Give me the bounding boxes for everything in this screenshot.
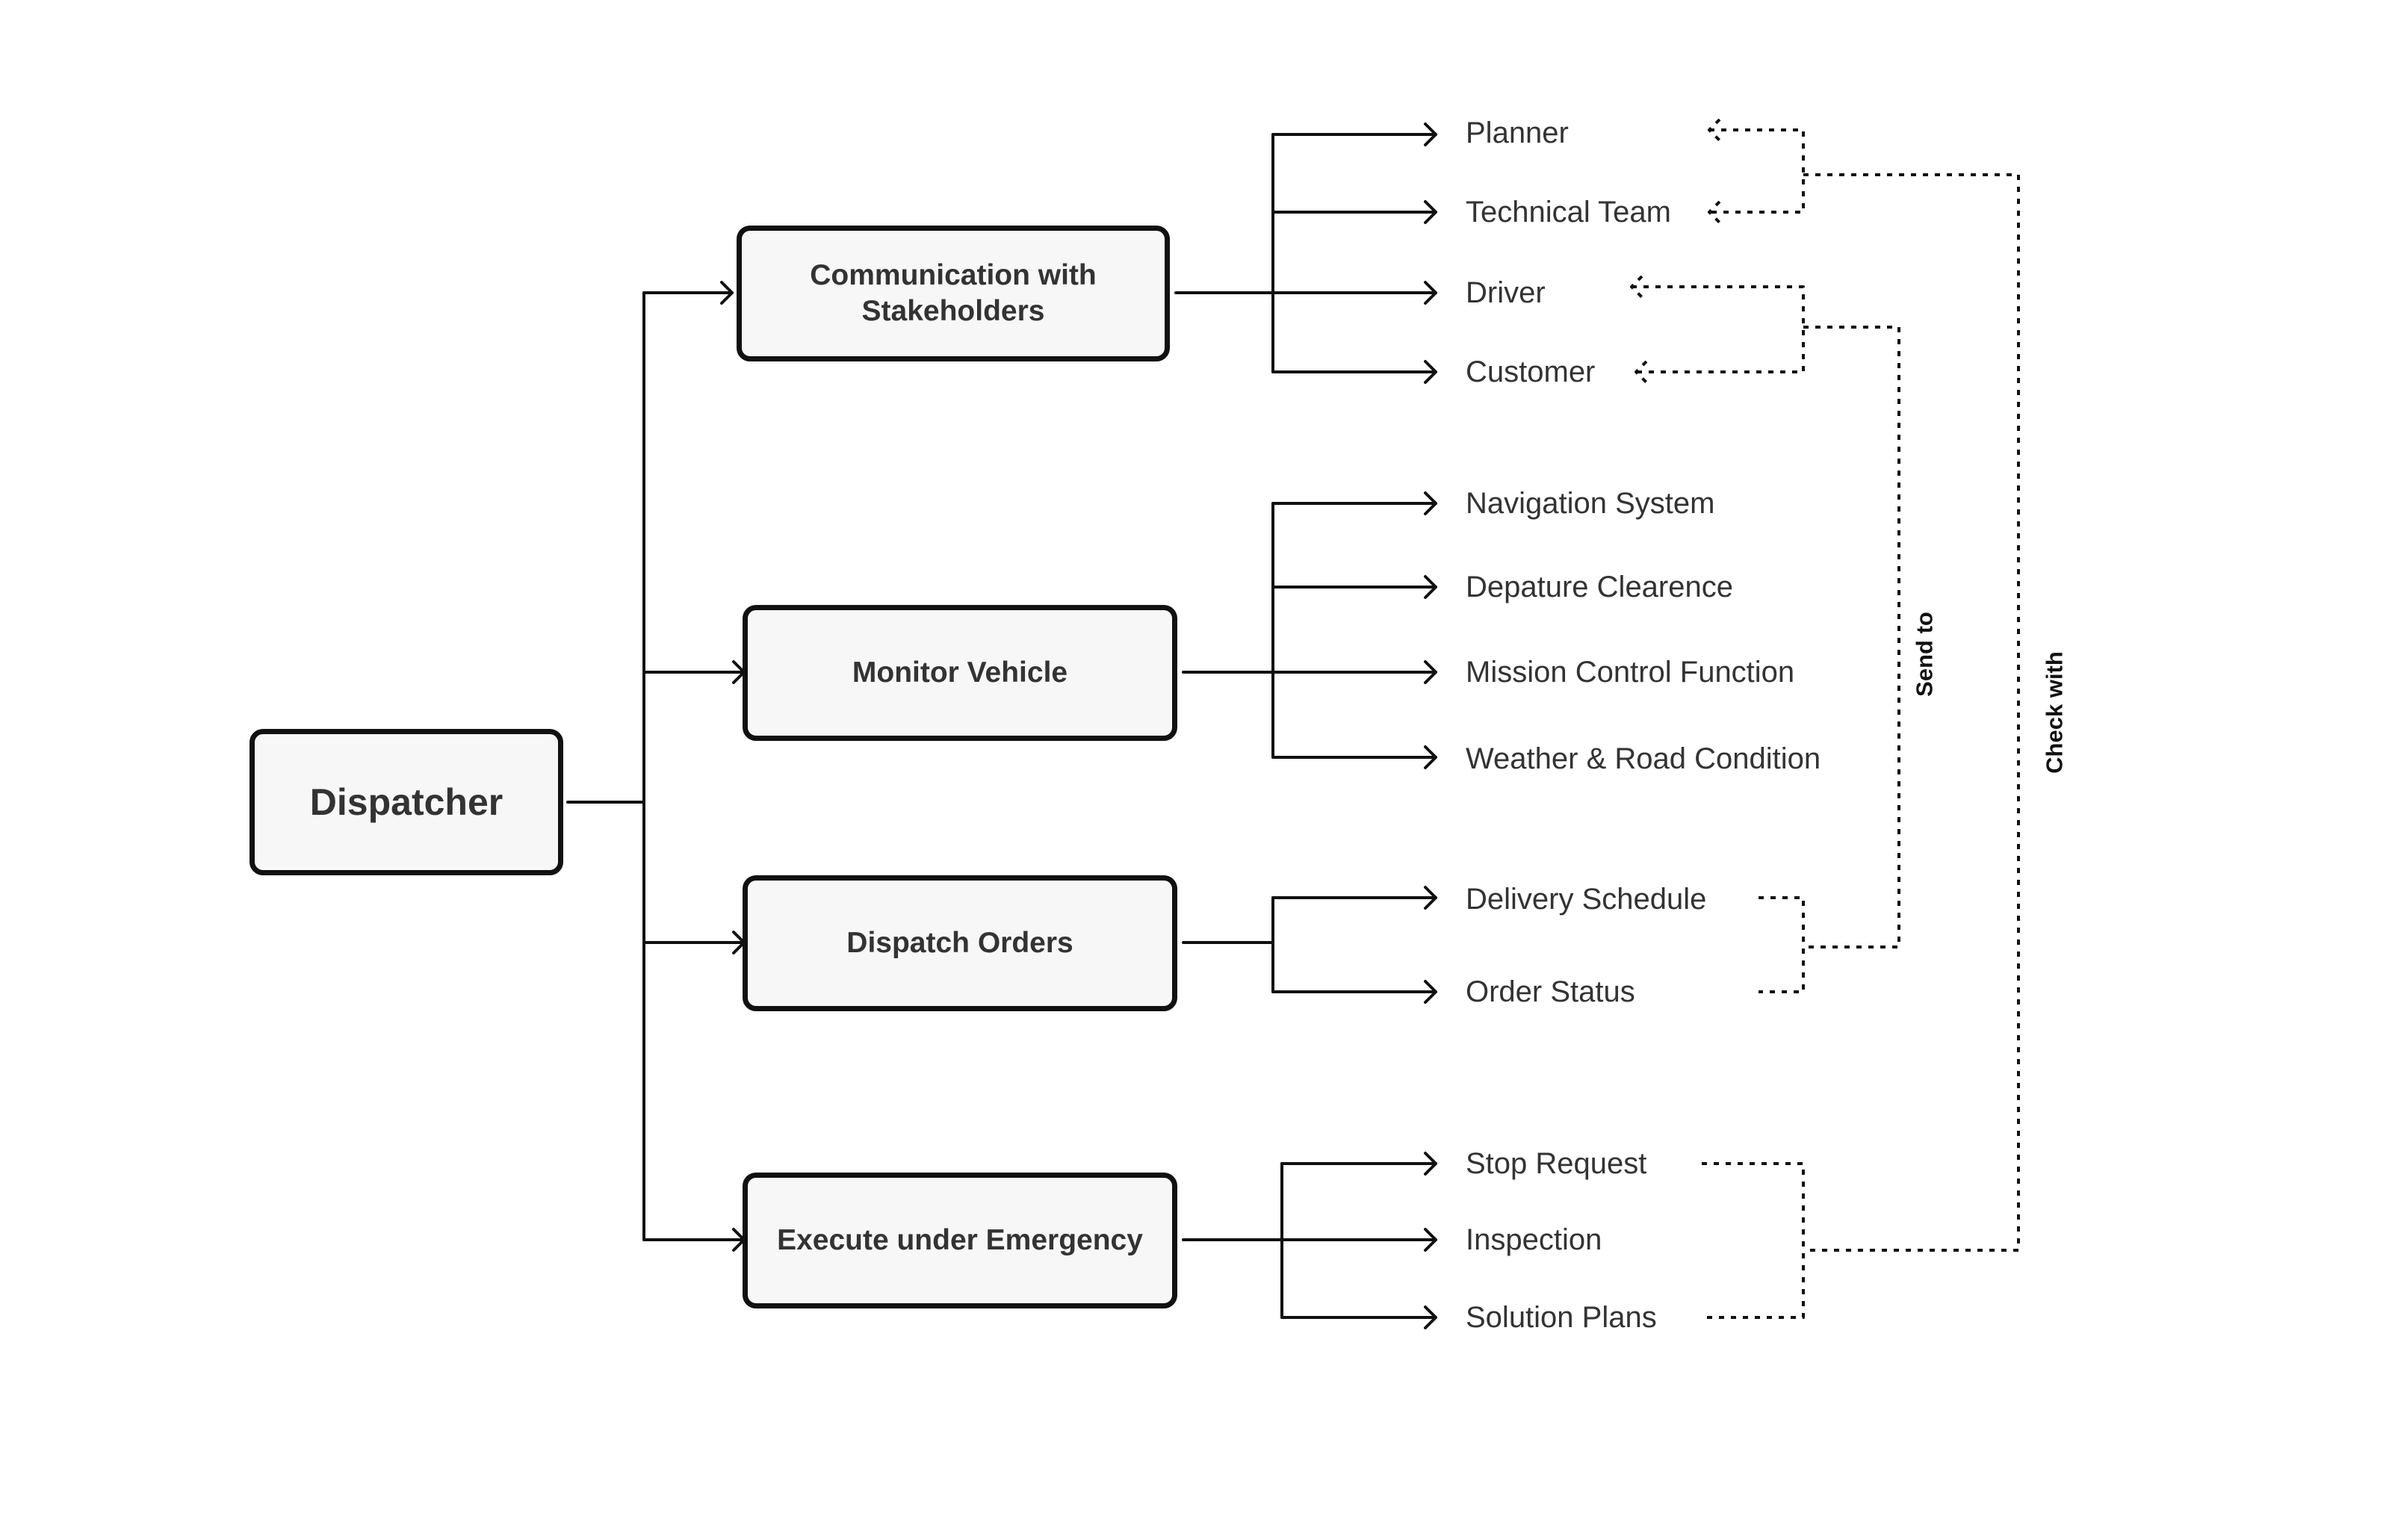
arrow-head bbox=[1424, 1228, 1437, 1252]
arrow-head bbox=[1424, 745, 1437, 769]
arrow-head bbox=[1424, 575, 1437, 599]
category-communication-label: Communication with Stakeholders bbox=[810, 258, 1097, 329]
dashed-send-to-line bbox=[1803, 326, 1900, 948]
item-mission-control-function: Mission Control Function bbox=[1466, 656, 1795, 689]
dashed-bracket-emergency bbox=[1702, 1162, 1805, 1319]
dashed-arrow-head bbox=[1630, 275, 1643, 299]
category-emergency-box: Execute under Emergency bbox=[743, 1173, 1177, 1308]
dashed-bracket-dispatch bbox=[1759, 896, 1805, 993]
dashed-bracket-planner-technical bbox=[1709, 128, 1805, 214]
relation-label-check-with: Check with bbox=[2041, 651, 2068, 774]
item-planner: Planner bbox=[1466, 117, 1569, 149]
arrow-head bbox=[1424, 281, 1437, 305]
relation-label-send-to: Send to bbox=[1911, 612, 1938, 697]
arrow-head bbox=[1424, 1152, 1437, 1176]
arrow-head bbox=[1424, 360, 1437, 384]
root-node-label: Dispatcher bbox=[309, 781, 503, 823]
item-technical-team: Technical Team bbox=[1466, 196, 1671, 229]
arrow-head bbox=[1424, 886, 1437, 910]
item-delivery-schedule: Delivery Schedule bbox=[1466, 883, 1707, 916]
item-departure-clearance: Depature Clearence bbox=[1466, 571, 1733, 603]
dashed-arrow-head bbox=[1708, 118, 1721, 142]
category-communication-box: Communication with Stakeholders bbox=[737, 226, 1170, 361]
arrow-head bbox=[1424, 1305, 1437, 1329]
category-emergency-label: Execute under Emergency bbox=[777, 1224, 1143, 1256]
dashed-arrow-head bbox=[1635, 360, 1648, 384]
item-driver: Driver bbox=[1466, 276, 1546, 309]
category-communication-line-2: Stakeholders bbox=[861, 295, 1045, 327]
arrow-head bbox=[720, 281, 734, 305]
item-order-status: Order Status bbox=[1466, 975, 1635, 1008]
arrow-head bbox=[1424, 122, 1437, 146]
dashed-bracket-driver-customer bbox=[1632, 285, 1805, 373]
category-monitor-vehicle-label: Monitor Vehicle bbox=[852, 656, 1068, 689]
item-weather-road-condition: Weather & Road Condition bbox=[1466, 742, 1821, 775]
arrow-head bbox=[1424, 200, 1437, 224]
arrow-head bbox=[1424, 980, 1437, 1004]
dashed-check-with-line bbox=[1803, 173, 2020, 1252]
arrow-head bbox=[1424, 491, 1437, 515]
root-node-dispatcher: Dispatcher bbox=[250, 729, 563, 875]
category-dispatch-orders-label: Dispatch Orders bbox=[846, 927, 1073, 959]
item-stop-request: Stop Request bbox=[1466, 1147, 1647, 1180]
dashed-arrow-head bbox=[1708, 200, 1721, 224]
arrow-head bbox=[1424, 660, 1437, 684]
item-solution-plans: Solution Plans bbox=[1466, 1301, 1657, 1334]
item-inspection: Inspection bbox=[1466, 1223, 1602, 1256]
item-navigation-system: Navigation System bbox=[1466, 487, 1715, 520]
category-communication-line-1: Communication with bbox=[810, 259, 1097, 292]
category-dispatch-orders-box: Dispatch Orders bbox=[743, 875, 1177, 1011]
category-monitor-vehicle-box: Monitor Vehicle bbox=[743, 605, 1177, 741]
item-customer: Customer bbox=[1466, 355, 1596, 388]
